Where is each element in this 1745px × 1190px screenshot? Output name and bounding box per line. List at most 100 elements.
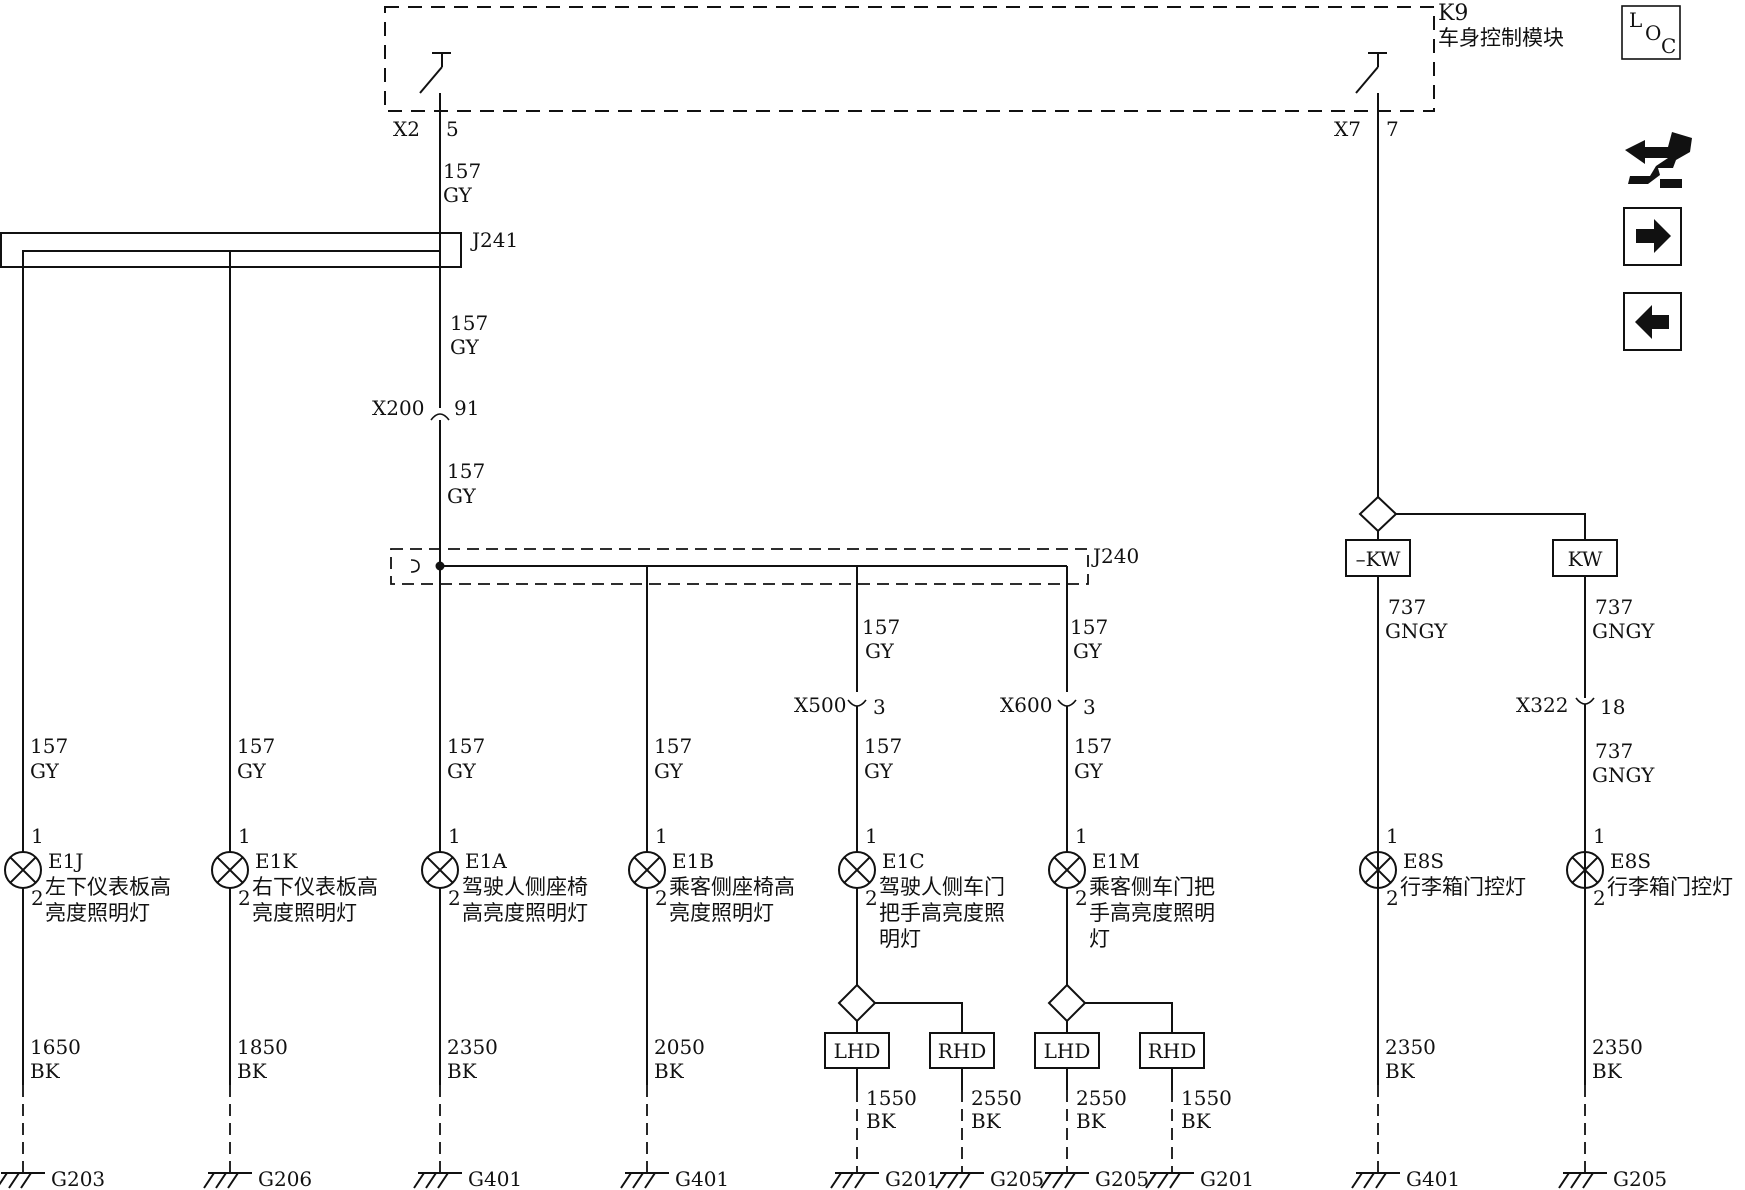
wire-color: BK [1592,1059,1623,1083]
lamp-id: E1J [48,849,83,873]
ground-label: G203 [51,1167,105,1190]
ground-label: G205 [990,1167,1044,1190]
lamp-id: E1A [465,849,507,873]
inline-connector-x322 [1575,697,1595,705]
arrow-right-icon[interactable] [1623,207,1682,266]
ground-g206: G206 [203,1085,312,1190]
ground-label: G401 [1406,1167,1460,1190]
wire-color: GNGY [1592,619,1655,643]
option-no-kw-label: –KW [1356,547,1401,571]
ground-label: G401 [468,1167,522,1190]
wire-routing-icon[interactable] [1625,132,1692,188]
arrow-left-icon[interactable] [1623,292,1682,351]
ground-label: G201 [885,1167,939,1190]
x600-name: X600 [1000,693,1052,717]
ground-label: G205 [1095,1167,1149,1190]
wire-color: GNGY [1592,763,1655,787]
wire-number: 1850 [237,1035,288,1059]
wire-number: 1650 [30,1035,81,1059]
loc-letter-l: L [1629,8,1642,32]
x322-pin: 18 [1600,695,1625,719]
splice-j240-boundary [390,548,1089,585]
option-rhd-label: RHD [938,1039,987,1063]
ground-g201: G201 [830,1090,939,1190]
x200-pin: 91 [454,396,479,420]
lamp-name-line: 行李箱门控灯 [1400,875,1526,899]
ground-label: G401 [675,1167,729,1190]
lamp-pin-2: 2 [448,886,461,910]
ground-g401: G401 [413,1085,522,1190]
wire-number: 737 [1595,595,1633,619]
lamp-pin-1: 1 [1593,824,1606,848]
wire-number: 157 [30,734,68,758]
wire-color: BK [866,1109,897,1133]
module-right-connector: X7 [1334,117,1361,141]
wire-color: GNGY [1385,619,1448,643]
option-lhd-box [1034,1032,1100,1069]
wire-number: 157 [447,459,485,483]
option-lhd-box [824,1032,890,1069]
splice-j241-label: J241 [470,228,518,252]
wire-color: GY [447,759,477,783]
option-no-kw-box [1345,539,1411,577]
wire-number: 2550 [971,1086,1022,1110]
splice-j241-bus [22,250,440,1085]
wire-color: GY [237,759,267,783]
module-switch-right [1355,52,1387,116]
option-rhd-label: RHD [1148,1039,1197,1063]
module-right-pin: 7 [1386,117,1399,141]
ground-g205: G205 [935,1090,1044,1190]
ground-label: G201 [1200,1167,1254,1190]
wire-color: GY [450,335,480,359]
lamp-pin-2: 2 [1386,886,1399,910]
x600-pin: 3 [1083,695,1096,719]
lamp-name-line: 驾驶人侧座椅 [462,875,588,899]
loc-letter-o: O [1645,21,1661,45]
lamp-name-line: 高亮度照明灯 [462,901,588,925]
splice-j240-label: J240 [1091,544,1139,568]
trunk-option-wire [1396,513,1586,540]
module-left-connector: X2 [393,117,420,141]
x500-pin: 3 [873,695,886,719]
lamp-pin-1: 1 [238,824,251,848]
module-name: 车身控制模块 [1438,26,1564,50]
lamp-id: E1B [672,849,714,873]
lamp-pin-2: 2 [865,886,878,910]
lamp-pin-2: 2 [238,886,251,910]
wire-number: 2550 [1076,1086,1127,1110]
module-left-pin: 5 [446,117,459,141]
lamp-pin-1: 1 [31,824,44,848]
wire-color: BK [30,1059,61,1083]
lamp-id: E1K [255,849,298,873]
module-switch-left [419,52,451,116]
inline-connector-x600 [1057,699,1077,707]
lamp-pin-1: 1 [865,824,878,848]
lamp-pin-2: 2 [1075,886,1088,910]
lamp-name-line: 右下仪表板高 [252,875,378,899]
wire-color: BK [654,1059,685,1083]
lamp-pin-1: 1 [1075,824,1088,848]
wire-number: 2350 [1592,1035,1643,1059]
wire-number: 157 [1070,615,1108,639]
inline-connector-x500 [847,699,867,707]
wire-color: GY [654,759,684,783]
wire-number: 737 [1388,595,1426,619]
x322-name: X322 [1516,693,1568,717]
lamp-name-line: 把手高亮度照 [879,901,1005,925]
wire-number: 157 [864,734,902,758]
wire-color: GY [1073,639,1103,663]
splice-j240-node [435,561,445,571]
ground-g201: G201 [1145,1090,1254,1190]
lamp-name-line: 左下仪表板高 [45,875,171,899]
option-lhd-label: LHD [1044,1039,1091,1063]
lamp-name-line: 亮度照明灯 [252,901,357,925]
wire-color: BK [237,1059,268,1083]
